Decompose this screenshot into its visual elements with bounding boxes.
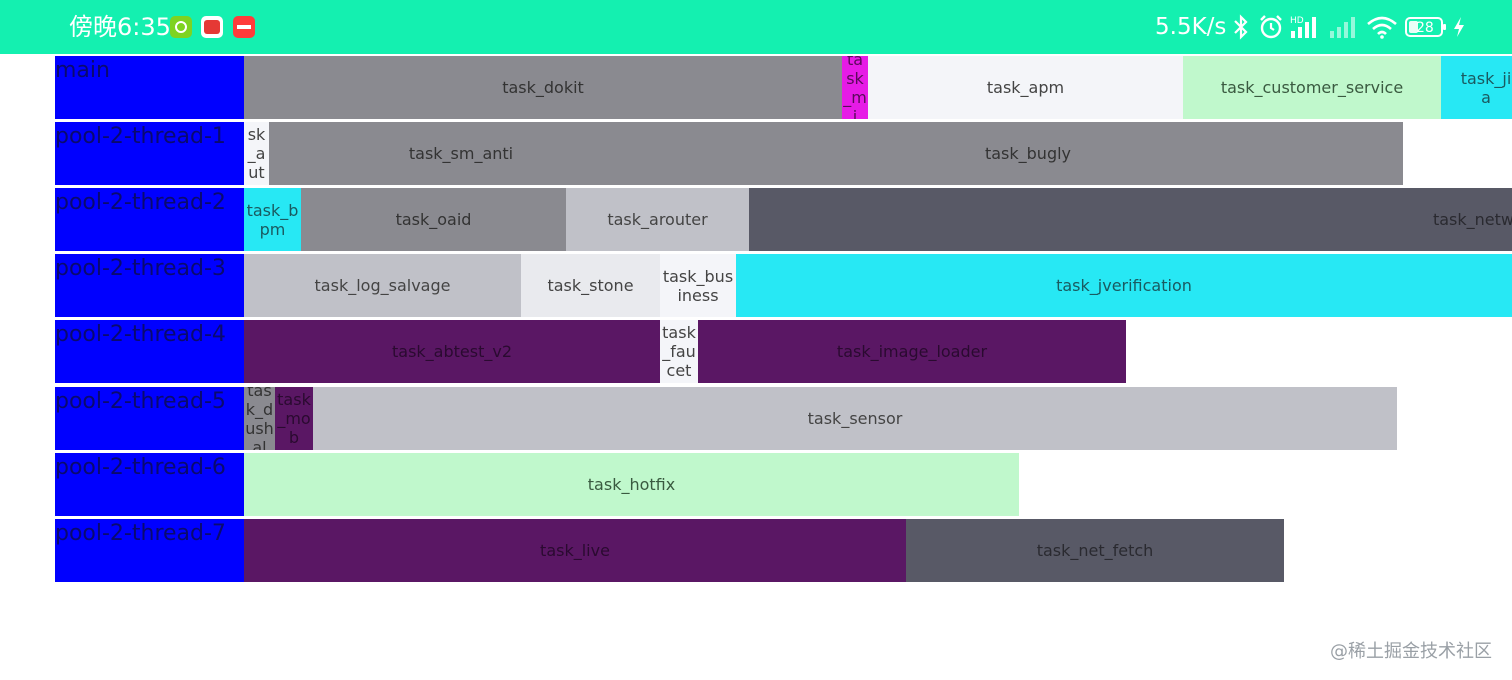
alarm-icon (1260, 15, 1282, 39)
task-label: task_sm_anti (408, 144, 514, 163)
task-label: task_image_loader (836, 342, 988, 361)
task-label: task_dokit (502, 78, 584, 97)
battery-level: 28 (1416, 20, 1434, 36)
notification-app-icon-3 (233, 16, 255, 38)
task-block[interactable]: task_customer_service (1183, 56, 1441, 119)
thread-row-pool-2-thread-2: pool-2-thread-2 task_bpm task_oaid task_… (55, 188, 1512, 251)
cell-signal-2-icon (1330, 17, 1355, 38)
task-block[interactable]: task_auto (244, 122, 269, 185)
thread-label: main (55, 56, 244, 119)
network-speed: 5.5K/s (1155, 14, 1227, 40)
task-block[interactable]: task_sm_anti (269, 122, 653, 185)
thread-label: pool-2-thread-3 (55, 254, 244, 317)
task-block[interactable]: task_live (244, 519, 906, 582)
task-block[interactable]: task_bpm (244, 188, 301, 251)
thread-row-pool-2-thread-3: pool-2-thread-3 task_log_salvage task_st… (55, 254, 1512, 317)
task-label: task_net_fetch (1036, 541, 1154, 560)
task-label: task_netw (1432, 210, 1512, 229)
thread-label: pool-2-thread-1 (55, 122, 244, 185)
task-block[interactable]: task_oaid (301, 188, 566, 251)
task-block[interactable]: task_bugly (653, 122, 1403, 185)
charging-icon (1454, 17, 1464, 37)
task-label: task_apm (986, 78, 1065, 97)
thread-row-pool-2-thread-5: pool-2-thread-5 task_dushal task_mob tas… (55, 387, 1512, 450)
task-label: task_oaid (395, 210, 472, 229)
task-block[interactable]: task_abtest_v2 (244, 320, 660, 383)
task-label: task_mob (277, 390, 311, 447)
thread-label: pool-2-thread-2 (55, 188, 244, 251)
status-bar: 傍晚6:35 5.5K/s HD 28 (0, 0, 1512, 54)
thread-label: pool-2-thread-7 (55, 519, 244, 582)
notification-app-icon-1 (170, 16, 192, 38)
task-block[interactable]: task_sensor (313, 387, 1397, 450)
battery-icon: 28 (1405, 17, 1446, 37)
task-label: task_live (540, 541, 610, 560)
status-time: 傍晚6:35 (69, 13, 171, 41)
task-label: task_bpm (246, 200, 299, 239)
cell-signal-icon: HD (1290, 16, 1316, 38)
task-block[interactable]: task_faucet (660, 320, 698, 383)
thread-label: pool-2-thread-6 (55, 453, 244, 516)
task-block[interactable]: task_arouter (566, 188, 749, 251)
task-label: task_business (662, 266, 734, 305)
thread-row-main: main task_dokit task_mi task_apm task_cu… (55, 56, 1512, 119)
task-label: task_sensor (807, 409, 903, 428)
task-block[interactable]: task_stone (521, 254, 660, 317)
task-block[interactable]: task_dokit (244, 56, 842, 119)
task-block[interactable]: task_mob (275, 387, 313, 450)
hd-label: HD (1290, 16, 1304, 26)
task-label: task_arouter (607, 210, 708, 229)
thread-row-pool-2-thread-4: pool-2-thread-4 task_abtest_v2 task_fauc… (55, 320, 1512, 383)
task-block[interactable]: task_netw (749, 188, 1512, 251)
task-block[interactable]: task_hotfix (244, 453, 1019, 516)
task-block[interactable]: task_apm (868, 56, 1183, 119)
bluetooth-icon (1234, 14, 1248, 40)
watermark: @稀土掘金技术社区 (1330, 641, 1492, 662)
task-block[interactable]: task_net_fetch (906, 519, 1284, 582)
task-block[interactable]: task_jverification (736, 254, 1512, 317)
task-block[interactable]: task_mi (842, 56, 868, 119)
task-label: task_dushal (245, 387, 274, 450)
task-label: task_mi (843, 56, 867, 119)
task-block[interactable]: task_log_salvage (244, 254, 521, 317)
task-label: task_jverification (1056, 276, 1192, 295)
task-label: task_jia (1460, 68, 1512, 107)
task-label: task_log_salvage (314, 276, 451, 295)
notification-app-icon-2 (201, 16, 223, 38)
thread-label: pool-2-thread-4 (55, 320, 244, 383)
task-label: task_abtest_v2 (391, 342, 512, 361)
task-block[interactable]: task_jia (1441, 56, 1512, 119)
thread-row-pool-2-thread-6: pool-2-thread-6 task_hotfix (55, 453, 1512, 516)
task-label: task_auto (247, 122, 266, 185)
task-label: task_customer_service (1220, 78, 1404, 97)
wifi-icon (1367, 16, 1397, 39)
task-label: task_faucet (662, 323, 696, 380)
thread-label: pool-2-thread-5 (55, 387, 244, 450)
task-block[interactable]: task_business (660, 254, 736, 317)
task-label: task_stone (547, 276, 634, 295)
task-label: task_bugly (984, 144, 1072, 163)
thread-row-pool-2-thread-7: pool-2-thread-7 task_live task_net_fetch (55, 519, 1512, 582)
task-block[interactable]: task_dushal (244, 387, 275, 450)
task-block[interactable]: task_image_loader (698, 320, 1126, 383)
thread-row-pool-2-thread-1: pool-2-thread-1 task_auto task_sm_anti t… (55, 122, 1512, 185)
task-label: task_hotfix (587, 475, 676, 494)
